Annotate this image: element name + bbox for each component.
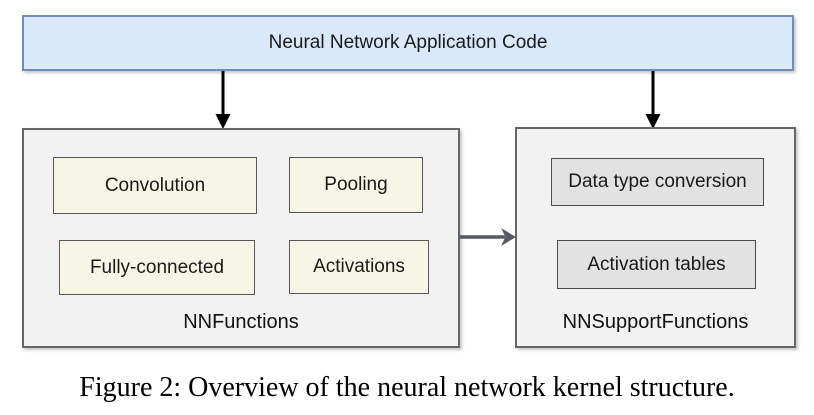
application-code-box: Neural Network Application Code [22,15,794,71]
down-arrow-left-icon [215,71,231,129]
nn-support-functions-label: NNSupportFunctions [562,311,749,333]
nn-functions-container: Convolution Pooling Fully-connected Acti… [22,128,460,348]
nn-functions-label: NNFunctions [183,311,299,333]
convolution-label: Convolution [104,174,206,196]
application-code-label: Neural Network Application Code [268,32,548,53]
nn-support-functions-container: Data type conversion Activation tables N… [515,127,796,348]
activation-tables-box: Activation tables [557,240,756,289]
down-arrow-right-icon [645,71,661,129]
data-type-conversion-label: Data type conversion [568,171,747,192]
activation-tables-label: Activation tables [587,253,726,275]
fully-connected-label: Fully-connected [89,256,225,278]
convolution-box: Convolution [53,157,257,214]
data-type-conversion-box: Data type conversion [551,158,764,206]
right-arrow-connector-icon [459,228,516,246]
activations-box: Activations [289,240,429,294]
activations-label: Activations [313,256,405,277]
figure-caption: Figure 2: Overview of the neural network… [79,372,735,403]
fully-connected-box: Fully-connected [59,240,255,295]
pooling-label: Pooling [324,174,388,195]
pooling-box: Pooling [289,157,423,213]
